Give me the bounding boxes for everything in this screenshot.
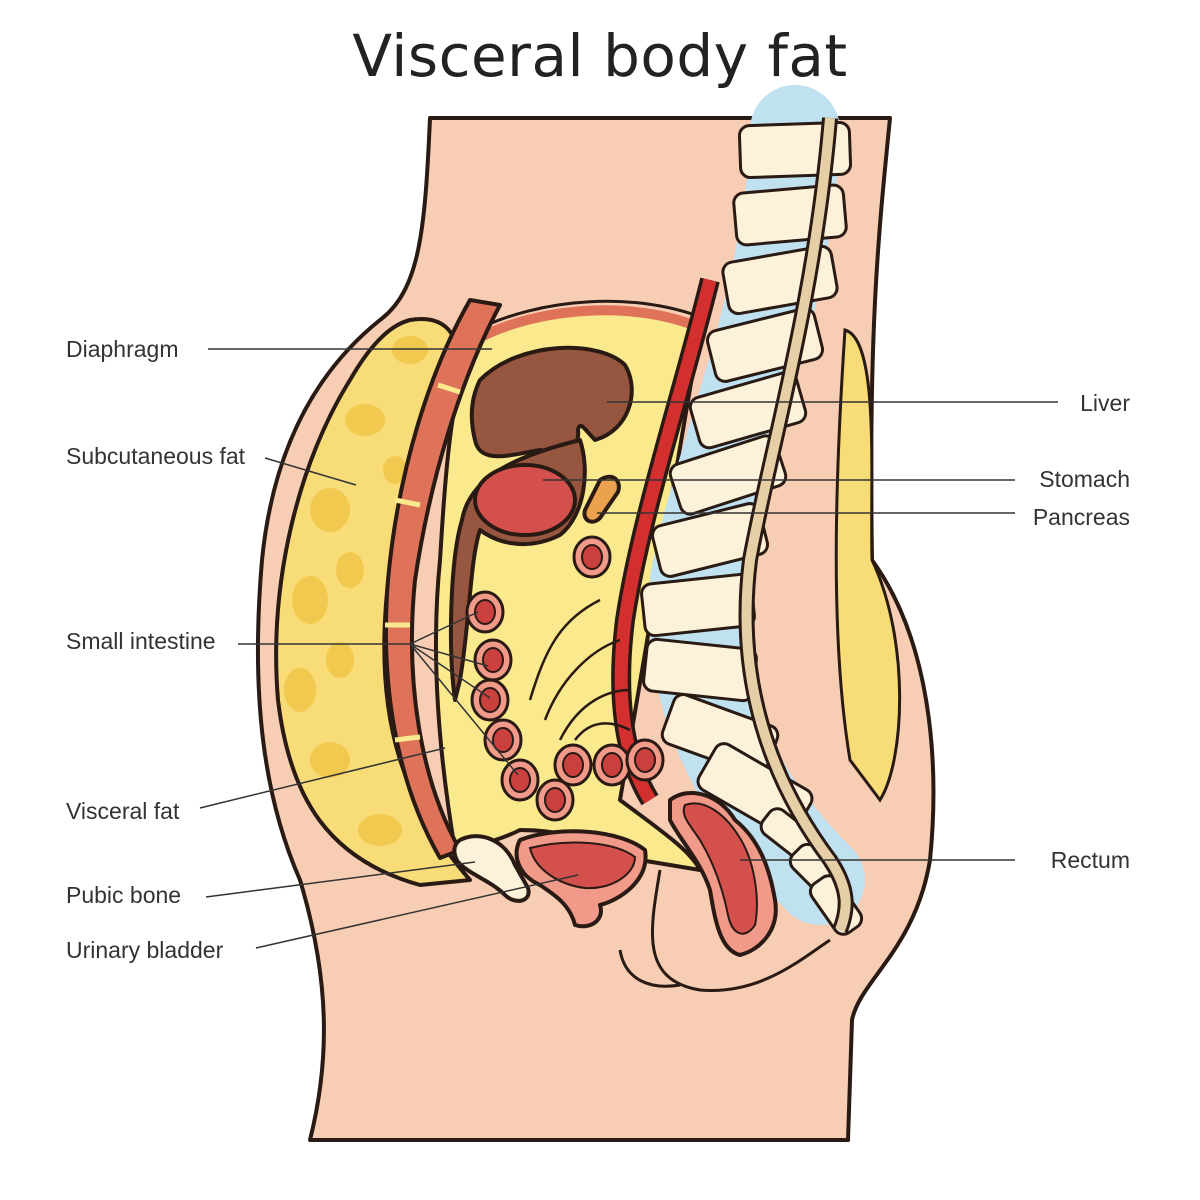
pubic-bone <box>452 834 531 903</box>
label-diaphragm: Diaphragm <box>66 336 179 362</box>
intestine-lumen <box>474 599 496 625</box>
pancreas <box>582 474 621 524</box>
vertebra <box>688 370 808 450</box>
intestine-lumen <box>634 747 656 773</box>
label-pubic-bone: Pubic bone <box>66 882 181 908</box>
label-visceral-fat: Visceral fat <box>66 798 180 824</box>
label-urinary-bladder: Urinary bladder <box>66 937 224 963</box>
leader-lines <box>199 348 1058 949</box>
stomach <box>473 463 577 537</box>
intestine-lumen <box>562 752 584 778</box>
fat-blobs <box>284 336 428 846</box>
label-rectum: Rectum <box>1051 847 1130 873</box>
intestine-lumen <box>479 687 501 713</box>
label-small-intestine: Small intestine <box>66 628 216 654</box>
intestine-lumen <box>492 727 514 753</box>
intestine-lumen <box>544 787 566 813</box>
intestine-lumen <box>581 544 603 570</box>
label-liver: Liver <box>1080 390 1130 416</box>
intestine-lumen <box>482 647 504 673</box>
small-intestine <box>465 535 665 822</box>
muscle-tendons <box>385 382 461 743</box>
vertebra <box>640 572 756 638</box>
back-fat <box>834 328 902 803</box>
mesentery <box>528 598 631 741</box>
intestine-lumen <box>601 752 623 778</box>
label-subcutaneous-fat: Subcutaneous fat <box>66 443 246 469</box>
skin-folds <box>618 869 831 992</box>
watermark: 版权图片 <box>4 1151 140 1191</box>
liver <box>469 345 634 459</box>
label-stomach: Stomach <box>1039 466 1130 492</box>
label-pancreas: Pancreas <box>1033 504 1130 530</box>
diagram-title: Visceral body fat <box>352 22 848 90</box>
vertebra <box>668 434 788 516</box>
abdominal-muscle <box>383 298 502 860</box>
diaphragm <box>472 305 708 345</box>
intestine-lumen <box>509 767 531 793</box>
